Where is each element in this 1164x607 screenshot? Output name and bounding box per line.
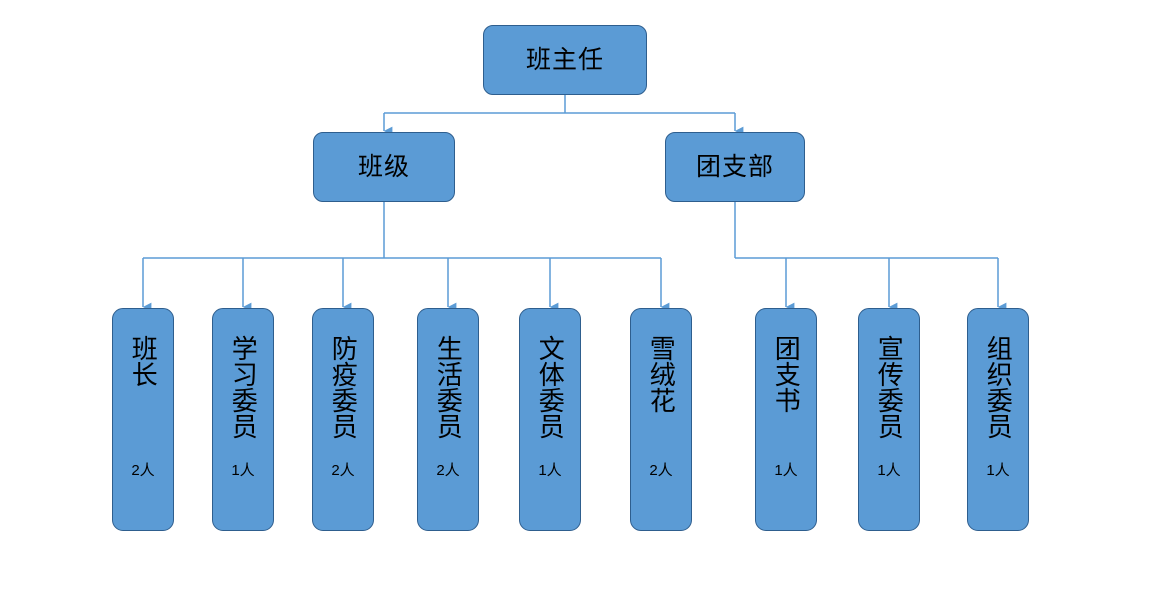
leaf-count-snow-lotus: 2人 [649,462,673,479]
node-label-head-teacher: 班主任 [525,45,604,74]
node-class-monitor[interactable]: 班长 2人 [112,308,174,531]
node-culture-officer[interactable]: 文体委员 1人 [519,308,581,531]
leaf-title-league-secretary: 团支书 [771,335,802,413]
leaf-count-publicity-officer: 1人 [877,462,901,479]
leaf-title-epidemic-officer: 防疫委员 [328,335,359,439]
leaf-title-culture-officer: 文体委员 [535,335,566,439]
node-label-league-branch: 团支部 [695,152,774,181]
leaf-count-league-secretary: 1人 [774,462,798,479]
leaf-title-class-monitor: 班长 [128,335,159,387]
leaf-title-life-officer: 生活委员 [433,335,464,439]
leaf-count-study-officer: 1人 [231,462,255,479]
leaf-title-publicity-officer: 宣传委员 [874,335,905,439]
leaf-count-culture-officer: 1人 [538,462,562,479]
node-organize-officer[interactable]: 组织委员 1人 [967,308,1029,531]
leaf-count-epidemic-officer: 2人 [331,462,355,479]
node-label-class: 班级 [357,152,410,181]
node-league-secretary[interactable]: 团支书 1人 [755,308,817,531]
node-league-branch[interactable]: 团支部 [665,132,805,202]
leaf-count-class-monitor: 2人 [131,462,155,479]
leaf-count-organize-officer: 1人 [986,462,1010,479]
node-head-teacher[interactable]: 班主任 [483,25,647,95]
node-class[interactable]: 班级 [313,132,455,202]
node-epidemic-officer[interactable]: 防疫委员 2人 [312,308,374,531]
node-life-officer[interactable]: 生活委员 2人 [417,308,479,531]
leaf-count-life-officer: 2人 [436,462,460,479]
leaf-title-study-officer: 学习委员 [228,335,259,439]
node-study-officer[interactable]: 学习委员 1人 [212,308,274,531]
leaf-title-organize-officer: 组织委员 [983,335,1014,439]
leaf-title-snow-lotus: 雪绒花 [646,335,677,413]
node-publicity-officer[interactable]: 宣传委员 1人 [858,308,920,531]
node-snow-lotus[interactable]: 雪绒花 2人 [630,308,692,531]
